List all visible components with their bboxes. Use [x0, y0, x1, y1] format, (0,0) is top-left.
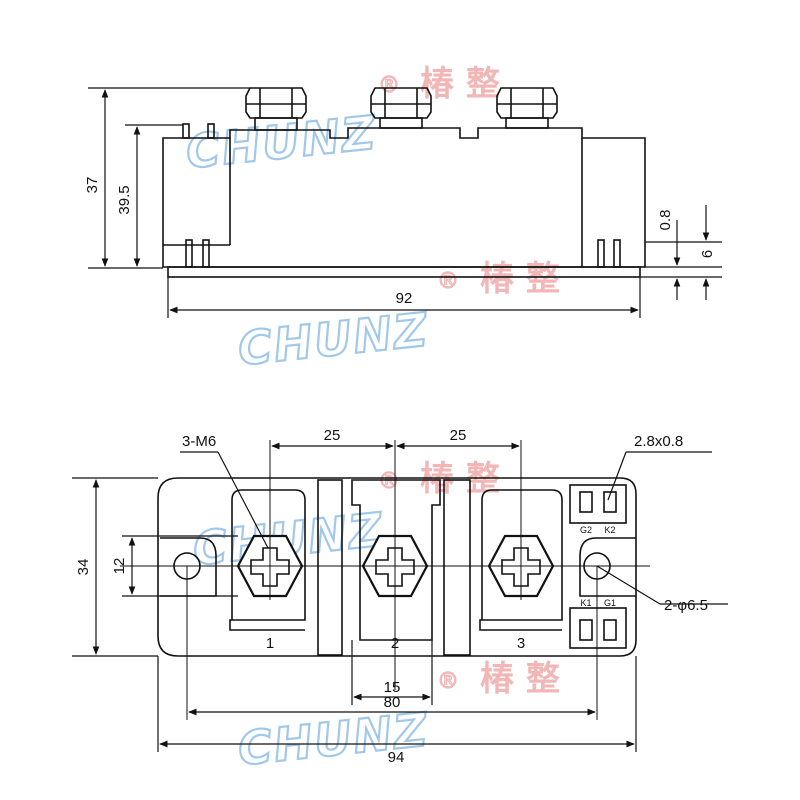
- top-right-lug: [579, 537, 636, 597]
- terminal-pocket-3: [479, 489, 563, 631]
- watermark-reg-1: ®: [378, 73, 400, 98]
- dim-80: 80: [384, 694, 401, 711]
- dim-pitch-a: 25: [324, 427, 341, 444]
- watermark-brand-2: CHUNZ: [236, 302, 432, 376]
- side-screw-2: [370, 87, 432, 129]
- dim-tab: 2.8x0.8: [634, 433, 683, 450]
- side-screw-1: [245, 87, 307, 131]
- watermark-layer: CHUNZ ® 椿 整 CHUNZ ® 椿 整 CHUNZ ® 椿 整 CHUN…: [182, 64, 560, 777]
- top-separator-2: [443, 479, 471, 656]
- terminal-label-2: 2: [391, 635, 399, 652]
- terminal-label-3: 3: [517, 635, 525, 652]
- dim-plate: 0.8: [657, 210, 674, 231]
- watermark-reg-3: ®: [378, 469, 400, 494]
- top-dimensions: [72, 442, 728, 752]
- dim-width: 34: [75, 559, 92, 576]
- pin-k2-tab: [603, 491, 617, 513]
- top-separator-1: [317, 479, 343, 656]
- dim-15: 15: [384, 679, 401, 696]
- label-holes: 2-φ6.5: [664, 597, 708, 614]
- terminal-pocket-1: [229, 489, 306, 631]
- terminal-pocket-3-left: [481, 489, 493, 620]
- side-housing: [162, 127, 646, 268]
- top-outer-body: [157, 477, 637, 657]
- side-bottom-pin-2: [202, 239, 210, 268]
- dim-length: 92: [396, 290, 413, 307]
- dim-total-height: 37: [84, 177, 101, 194]
- dim-base: 6: [699, 250, 716, 258]
- dim-94: 94: [388, 749, 405, 766]
- side-bottom-pin-4: [613, 239, 621, 268]
- watermark-cjk-1: 椿 整: [420, 64, 500, 104]
- side-screw-3: [496, 87, 558, 129]
- watermark-cjk-2: 椿 整: [480, 259, 560, 299]
- side-dimensions: [88, 87, 722, 318]
- side-pin-1: [182, 123, 190, 139]
- dim-body-height: 39.5: [116, 185, 133, 214]
- side-base-plate: [167, 266, 641, 278]
- side-bottom-pin-3: [597, 239, 605, 268]
- side-view: [162, 87, 646, 278]
- pin-label-k2: K2: [604, 525, 615, 535]
- watermark-cjk-4: 椿 整: [480, 659, 560, 699]
- watermark-brand-1: CHUNZ: [184, 105, 380, 179]
- side-bottom-pin-1: [185, 239, 193, 268]
- watermark-cjk-3: 椿 整: [420, 459, 500, 499]
- gate-block-bottom: [569, 607, 627, 649]
- pin-g2-tab: [579, 491, 593, 513]
- pin-g1-tab: [603, 619, 617, 641]
- side-pin-2: [207, 123, 215, 139]
- pin-k1-tab: [579, 619, 593, 641]
- watermark-reg-2: ®: [437, 269, 459, 294]
- top-left-lug: [160, 537, 217, 597]
- pin-label-g2: G2: [580, 525, 592, 535]
- dim-center: 12: [111, 558, 128, 575]
- dim-pitch-b: 25: [450, 427, 467, 444]
- center-lines: [120, 440, 650, 720]
- label-screws: 3-M6: [182, 433, 216, 450]
- pin-label-k1: K1: [580, 598, 591, 608]
- gate-block-top: [569, 484, 627, 524]
- pin-label-g1: G1: [604, 598, 616, 608]
- watermark-reg-4: ®: [437, 669, 459, 694]
- terminal-label-1: 1: [266, 635, 274, 652]
